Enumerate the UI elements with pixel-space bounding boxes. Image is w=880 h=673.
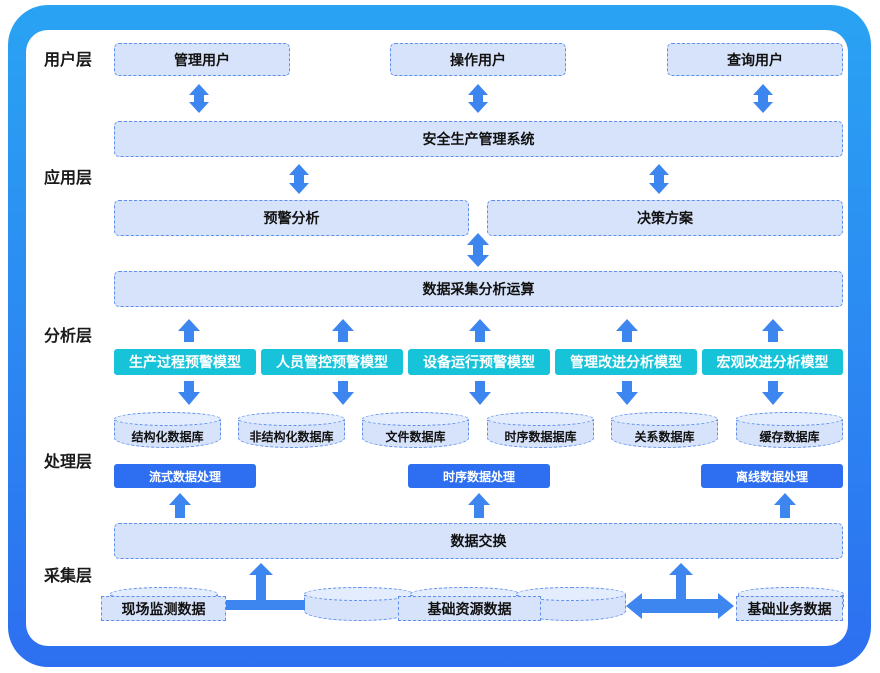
decision-plan: 决策方案 [487,200,843,236]
arrow-model1-up [178,319,200,342]
arrow-model2-up [332,319,354,342]
model-management-analysis: 管理改进分析模型 [555,349,697,375]
db-cache: 缓存数据库 [736,412,843,448]
db-timeseries: 时序数据据库 [487,412,594,448]
model-equipment-warning: 设备运行预警模型 [408,349,550,375]
source-cylinder-a [304,587,414,621]
proc-timeseries: 时序数据处理 [408,464,550,488]
data-analysis-compute: 数据采集分析运算 [114,271,843,307]
arrow-query-system [753,84,773,113]
layer-label-collection: 采集层 [44,566,93,585]
db-structured: 结构化数据库 [114,412,221,448]
arrow-model3-down [469,381,491,405]
safety-management-system: 安全生产管理系统 [114,121,843,157]
model-production-warning: 生产过程预警模型 [114,349,256,375]
user-box-query: 查询用户 [667,43,843,76]
arrow-operator-system [468,84,488,113]
arrow-exchange-stream [169,493,191,518]
source-base-business: 基础业务数据 [736,596,843,621]
warning-analysis: 预警分析 [114,200,469,236]
arrow-model2-down [332,381,354,405]
user-box-admin: 管理用户 [114,43,290,76]
arrow-model4-up [616,319,638,342]
proc-stream: 流式数据处理 [114,464,256,488]
layer-label-processing: 处理层 [44,452,93,471]
arrow-app-compute [467,233,489,267]
layer-label-user: 用户层 [44,50,93,69]
arrow-field-exchange [226,563,305,610]
arrow-admin-system [189,84,209,113]
arrow-model1-down [178,381,200,405]
arrow-model5-down [762,381,784,405]
proc-offline: 离线数据处理 [701,464,843,488]
layer-label-analysis: 分析层 [44,326,93,345]
db-relational: 关系数据库 [611,412,718,448]
layer-label-app: 应用层 [44,168,93,187]
arrow-model5-up [762,319,784,342]
arrow-model4-down [616,381,638,405]
source-base-resources: 基础资源数据 [398,596,541,621]
db-file: 文件数据库 [362,412,469,448]
arrow-business-exchange [626,563,734,619]
model-personnel-warning: 人员管控预警模型 [261,349,403,375]
model-macro-analysis: 宏观改进分析模型 [702,349,843,375]
source-field-monitoring: 现场监测数据 [101,596,226,621]
arrow-system-decision [649,164,669,194]
arrow-exchange-offline [774,493,796,518]
arrow-system-warning [289,164,309,194]
db-unstructured: 非结构化数据库 [238,412,345,448]
arrow-model3-up [469,319,491,342]
user-box-operator: 操作用户 [390,43,566,76]
data-exchange: 数据交换 [114,523,843,559]
arrow-exchange-timeseries [468,493,490,518]
